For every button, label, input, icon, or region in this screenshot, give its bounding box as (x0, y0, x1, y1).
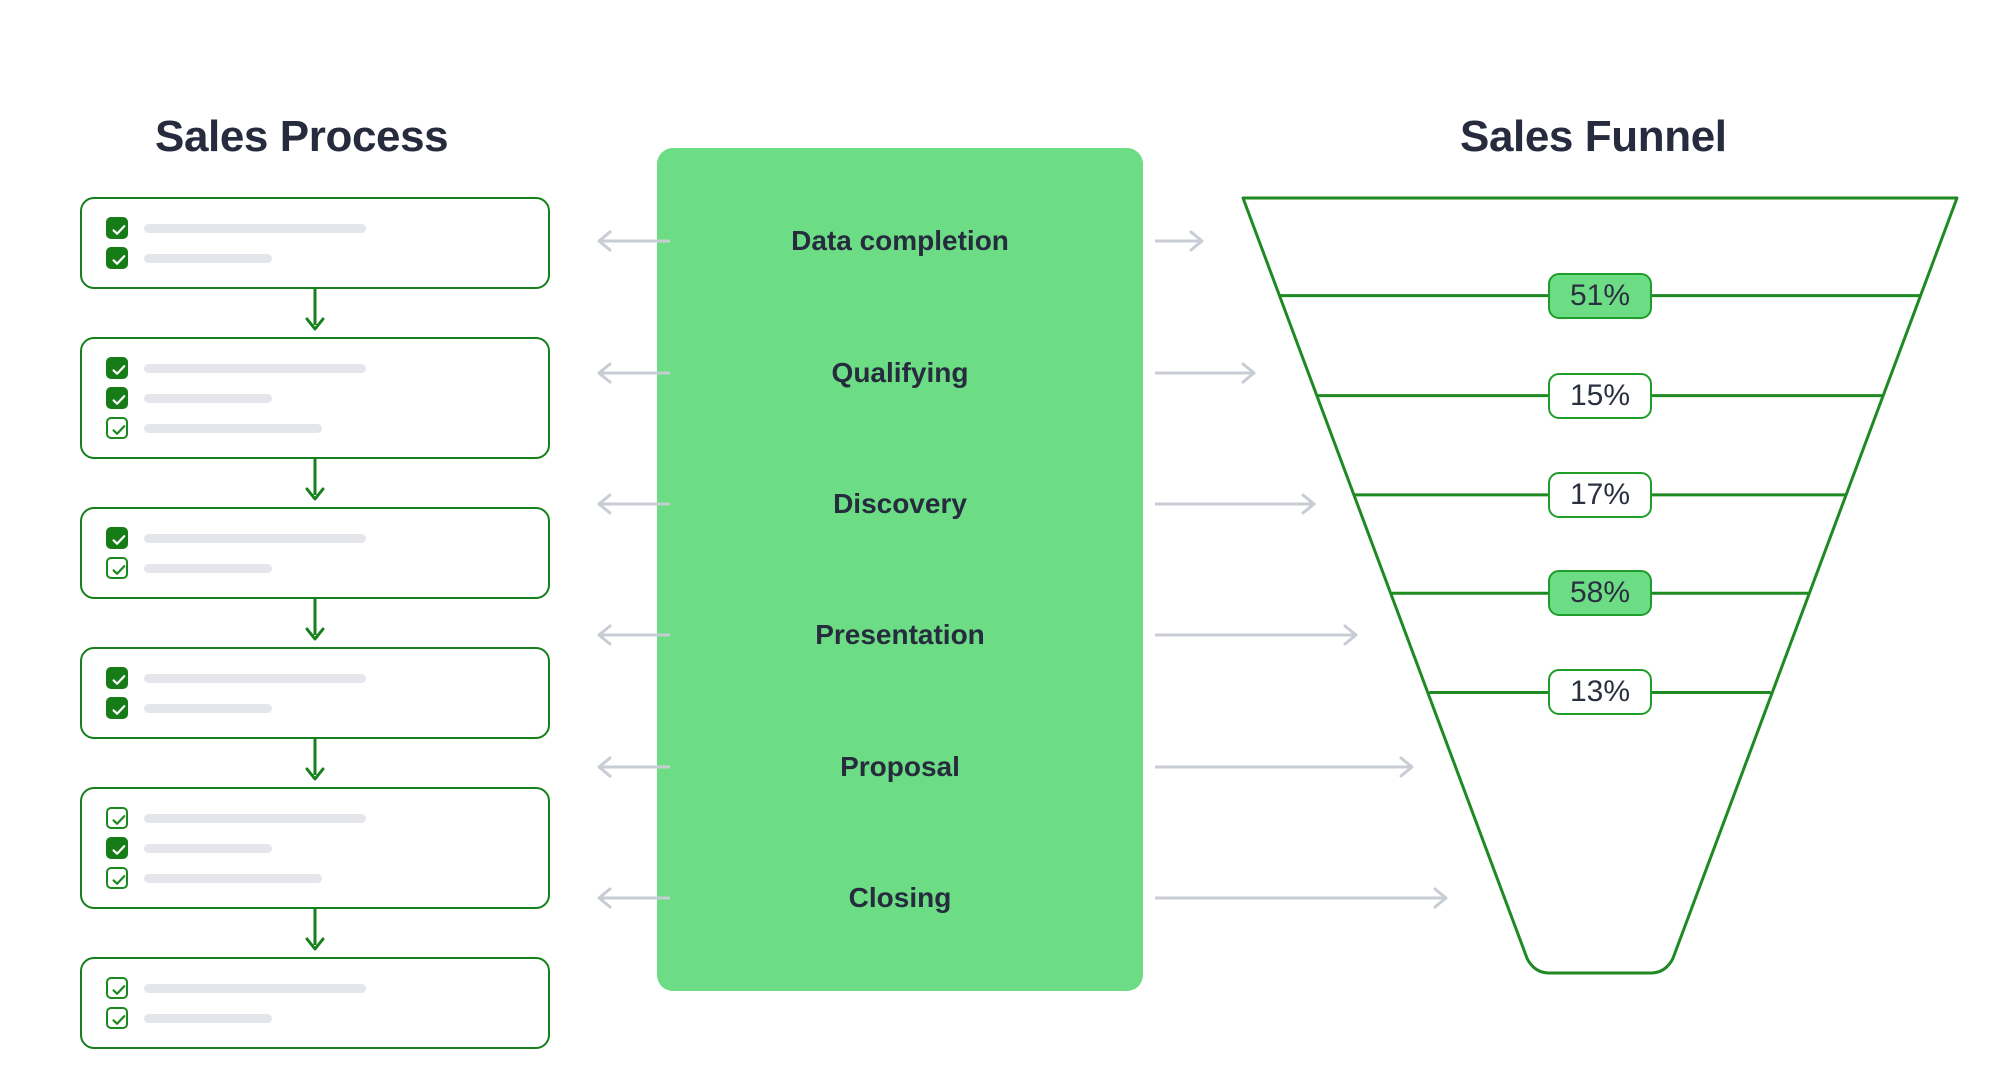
stage-label: Qualifying (831, 357, 969, 388)
checklist-row[interactable] (106, 663, 528, 693)
placeholder-text-bar (144, 873, 322, 883)
placeholder-text-bar (144, 223, 366, 233)
process-card[interactable] (80, 647, 550, 739)
page-title-sales-process: Sales Process (155, 112, 449, 162)
checkbox-checked-icon[interactable] (106, 837, 128, 859)
checklist-row[interactable] (106, 413, 528, 443)
arrow-right-icon (1155, 623, 1367, 647)
checkbox-checked-icon[interactable] (106, 357, 128, 379)
step-connector-arrow-down-icon (80, 459, 550, 507)
checkbox-checked-icon[interactable] (106, 697, 128, 719)
checklist-row[interactable] (106, 863, 528, 893)
checklist-row[interactable] (106, 213, 528, 243)
checkbox-outline-checked-icon[interactable] (106, 867, 128, 889)
arrow-left-icon (588, 492, 670, 516)
process-step-card[interactable] (80, 787, 550, 909)
checklist-row[interactable] (106, 243, 528, 273)
process-card[interactable] (80, 957, 550, 1049)
checkbox-checked-icon[interactable] (106, 527, 128, 549)
process-card[interactable] (80, 507, 550, 599)
checkbox-outline-checked-icon[interactable] (106, 557, 128, 579)
placeholder-text-bar (144, 423, 322, 433)
stage-label: Closing (848, 882, 952, 913)
stage-label: Discovery (833, 488, 967, 519)
process-step-card[interactable] (80, 197, 550, 289)
process-card[interactable] (80, 787, 550, 909)
stage-label: Proposal (840, 751, 960, 782)
step-connector-arrow-down-icon (80, 739, 550, 787)
checklist-row[interactable] (106, 833, 528, 863)
arrow-right-icon (1155, 229, 1213, 253)
funnel-percentage-badge[interactable]: 17% (1548, 471, 1652, 518)
stage-label: Presentation (815, 619, 985, 650)
arrow-left-icon (588, 886, 670, 910)
checkbox-outline-checked-icon[interactable] (106, 417, 128, 439)
page-title-sales-funnel: Sales Funnel (1460, 112, 1727, 162)
stage-label: Data completion (791, 225, 1009, 256)
arrow-left-icon (588, 623, 670, 647)
arrow-left-icon (588, 755, 670, 779)
placeholder-text-bar (144, 1013, 272, 1023)
process-step-card[interactable] (80, 647, 550, 739)
checkbox-checked-icon[interactable] (106, 667, 128, 689)
placeholder-text-bar (144, 363, 366, 373)
placeholder-text-bar (144, 703, 272, 713)
arrow-right-icon (1155, 361, 1265, 385)
arrow-right-icon (1155, 886, 1457, 910)
step-connector-arrow-down-icon (80, 599, 550, 647)
placeholder-text-bar (144, 393, 272, 403)
process-step-card[interactable] (80, 957, 550, 1049)
process-card[interactable] (80, 337, 550, 459)
checklist-row[interactable] (106, 1003, 528, 1033)
arrow-right-icon (1155, 755, 1423, 779)
process-step-card[interactable] (80, 507, 550, 599)
checklist-row[interactable] (106, 383, 528, 413)
process-card[interactable] (80, 197, 550, 289)
checkbox-outline-checked-icon[interactable] (106, 807, 128, 829)
placeholder-text-bar (144, 253, 272, 263)
placeholder-text-bar (144, 843, 272, 853)
checkbox-outline-checked-icon[interactable] (106, 977, 128, 999)
sales-process-steps (80, 197, 550, 1049)
sales-stage-panel (657, 148, 1143, 991)
step-connector-arrow-down-icon (80, 909, 550, 957)
checkbox-outline-checked-icon[interactable] (106, 1007, 128, 1029)
checklist-row[interactable] (106, 973, 528, 1003)
checklist-row[interactable] (106, 803, 528, 833)
arrow-right-icon (1155, 492, 1325, 516)
funnel-percentage-badge[interactable]: 15% (1548, 372, 1652, 419)
step-connector-arrow-down-icon (80, 289, 550, 337)
arrow-left-icon (588, 361, 670, 385)
placeholder-text-bar (144, 813, 366, 823)
checklist-row[interactable] (106, 693, 528, 723)
checkbox-checked-icon[interactable] (106, 217, 128, 239)
checkbox-checked-icon[interactable] (106, 387, 128, 409)
checklist-row[interactable] (106, 553, 528, 583)
placeholder-text-bar (144, 563, 272, 573)
funnel-percentage-badge[interactable]: 51% (1548, 272, 1652, 319)
checklist-row[interactable] (106, 523, 528, 553)
checkbox-checked-icon[interactable] (106, 247, 128, 269)
process-step-card[interactable] (80, 337, 550, 459)
placeholder-text-bar (144, 983, 366, 993)
funnel-percentage-badge[interactable]: 13% (1548, 669, 1652, 716)
placeholder-text-bar (144, 533, 366, 543)
funnel-percentage-badge[interactable]: 58% (1548, 570, 1652, 617)
checklist-row[interactable] (106, 353, 528, 383)
arrow-left-icon (588, 229, 670, 253)
placeholder-text-bar (144, 673, 366, 683)
